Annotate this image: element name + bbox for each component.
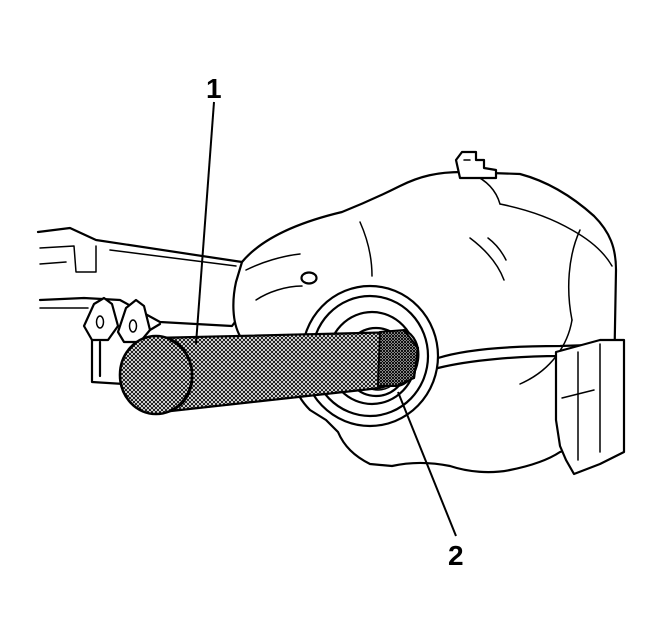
callout-1-label: 1 — [206, 73, 222, 104]
breather-fitting — [454, 150, 498, 180]
housing-vent-hole — [300, 271, 318, 285]
callout-1-leader — [195, 101, 215, 345]
brake-line — [436, 342, 624, 370]
spring-pad-right — [554, 338, 626, 476]
seal-installer-tool — [118, 328, 420, 416]
callout-2-label: 2 — [448, 540, 464, 571]
spring-mount-bracket — [82, 296, 162, 386]
callout-2-leader — [397, 391, 457, 537]
